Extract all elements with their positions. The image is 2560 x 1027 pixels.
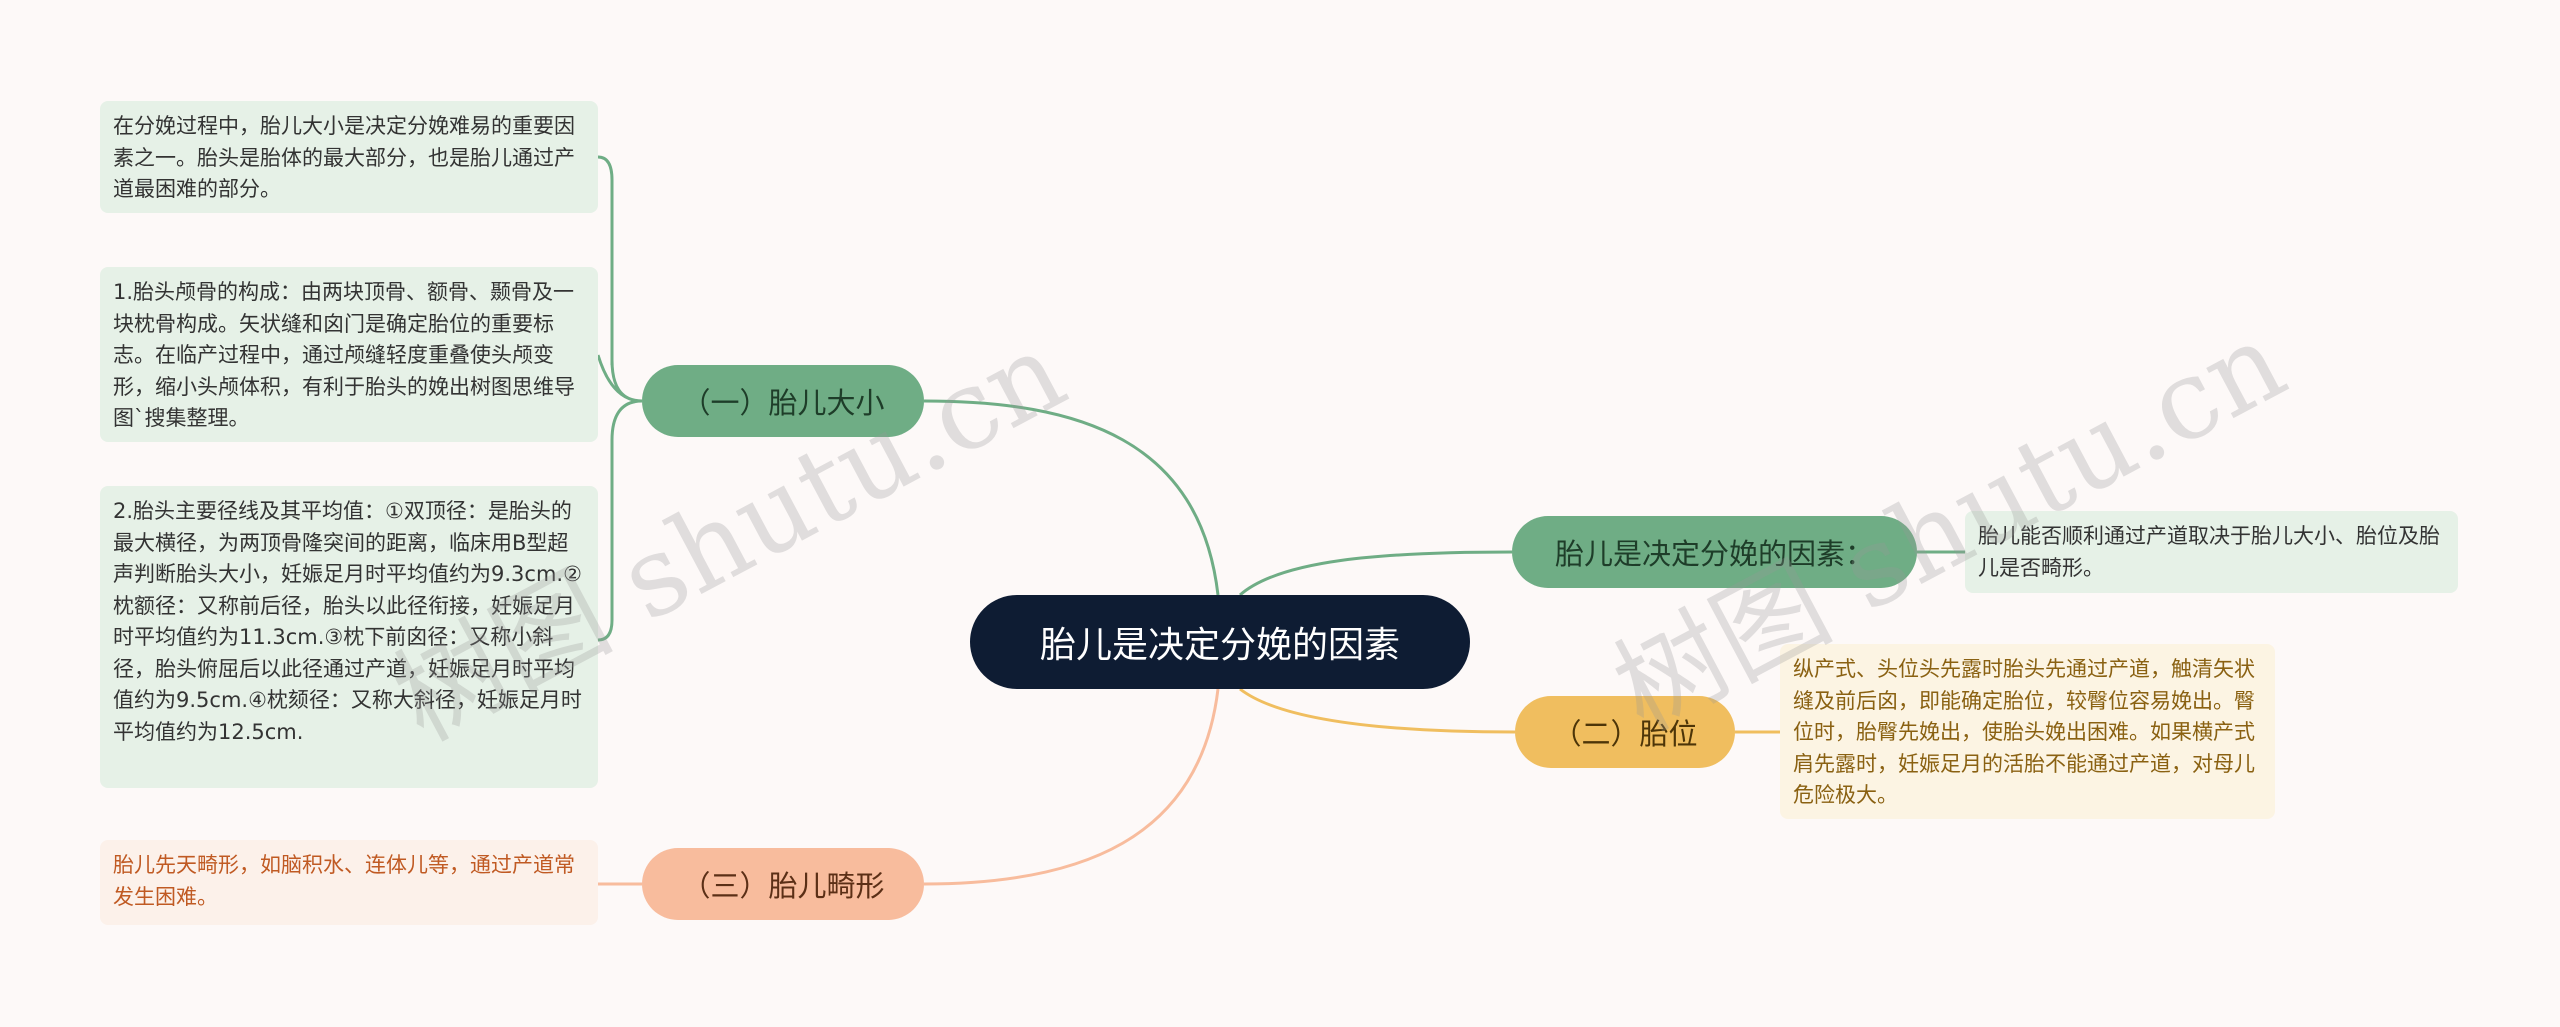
note-head-diameters[interactable]: 2.胎头主要径线及其平均值：①双顶径：是胎头的最大横径，为两顶骨隆突间的距离，临…	[100, 486, 598, 788]
link-root-size	[923, 399, 1220, 596]
branch-fetal-factors[interactable]: 胎儿是决定分娩的因素：	[1512, 516, 1917, 588]
branch-fetal-malformation[interactable]: （三）胎儿畸形	[642, 848, 924, 920]
link-size-bracket	[596, 155, 643, 642]
link-root-position	[1239, 687, 1516, 734]
link-root-factors	[1239, 550, 1513, 597]
branch-fetal-size[interactable]: （一）胎儿大小	[642, 365, 924, 437]
note-malformation[interactable]: 胎儿先天畸形，如脑积水、连体儿等，通过产道常发生困难。	[100, 840, 598, 925]
branch-fetal-position[interactable]: （二）胎位	[1515, 696, 1735, 768]
note-size-intro[interactable]: 在分娩过程中，胎儿大小是决定分娩难易的重要因素之一。胎头是胎体的最大部分，也是胎…	[100, 101, 598, 213]
note-skull-structure[interactable]: 1.胎头颅骨的构成：由两块顶骨、额骨、颞骨及一块枕骨构成。矢状缝和囟门是确定胎位…	[100, 267, 598, 442]
note-factors[interactable]: 胎儿能否顺利通过产道取决于胎儿大小、胎位及胎儿是否畸形。	[1965, 511, 2458, 593]
root-topic[interactable]: 胎儿是决定分娩的因素	[970, 595, 1470, 689]
link-root-malform	[923, 688, 1220, 886]
note-position[interactable]: 纵产式、头位头先露时胎头先通过产道，触清矢状缝及前后囟，即能确定胎位，较臀位容易…	[1780, 644, 2275, 819]
